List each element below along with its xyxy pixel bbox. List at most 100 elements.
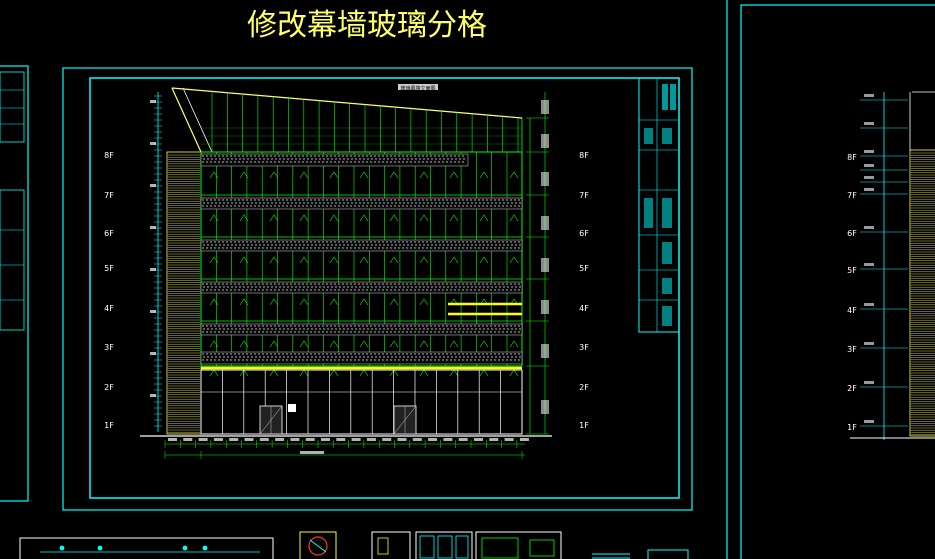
spandrel-dot [207, 202, 209, 204]
spandrel-dot [486, 247, 488, 249]
spandrel-dot [214, 161, 216, 163]
spandrel-dot [366, 247, 368, 249]
spandrel-dot [290, 199, 292, 201]
spandrel-dot [506, 359, 508, 361]
dim-text-block [150, 352, 156, 355]
spandrel-dot [471, 244, 473, 246]
spandrel-dot [354, 155, 356, 157]
spandrel-dot [494, 283, 496, 285]
thumbnail-sheet-4[interactable] [475, 531, 562, 559]
spandrel-dot [283, 356, 285, 358]
spandrel-dot [418, 241, 420, 243]
right-sheet-hatch [911, 152, 935, 435]
right-sheet-border [740, 4, 935, 559]
spandrel-dot [454, 247, 456, 249]
spandrel-dot [258, 325, 260, 327]
spandrel-dot [402, 359, 404, 361]
spandrel-dot [366, 283, 368, 285]
spandrel-dot [491, 244, 493, 246]
spandrel-dot [246, 359, 248, 361]
spandrel-dot [226, 289, 228, 291]
spandrel-dot [306, 205, 308, 207]
spandrel-dot [447, 202, 449, 204]
spandrel-dot [378, 325, 380, 327]
spandrel-dot [242, 155, 244, 157]
spandrel-dot [295, 356, 297, 358]
spandrel-dot [518, 241, 520, 243]
spandrel-dot [362, 325, 364, 327]
spandrel-dot [498, 331, 500, 333]
spandrel-dot [378, 283, 380, 285]
spandrel-dot [290, 331, 292, 333]
spandrel-dot [254, 325, 256, 327]
spandrel-dot [222, 331, 224, 333]
spandrel-dot [299, 328, 301, 330]
dim-text-block [336, 438, 346, 441]
spandrel-dot [358, 331, 360, 333]
spandrel-dot [390, 155, 392, 157]
spandrel-dot [382, 289, 384, 291]
spandrel-dot [334, 161, 336, 163]
spandrel-dot [498, 289, 500, 291]
spandrel-dot [350, 353, 352, 355]
title-block[interactable] [638, 77, 680, 333]
spandrel-dot [294, 241, 296, 243]
spandrel-dot [335, 328, 337, 330]
thumbnail-sheet-3[interactable] [415, 531, 473, 559]
thumbnail-sheet-2[interactable] [371, 531, 411, 559]
spandrel-dot [422, 205, 424, 207]
dim-text-block [290, 438, 300, 441]
spandrel-dot [462, 205, 464, 207]
spandrel-dot [234, 283, 236, 285]
spandrel-dot [230, 199, 232, 201]
spandrel-dot [219, 286, 221, 288]
spandrel-dot [430, 155, 432, 157]
spandrel-dot [286, 199, 288, 201]
spandrel-dot [375, 286, 377, 288]
vent-glyph [509, 214, 519, 222]
vent-glyph [209, 171, 219, 179]
spandrel-dot [267, 328, 269, 330]
spandrel-dot [262, 283, 264, 285]
floor-label: 2F [104, 383, 114, 392]
left-partial-sheet[interactable] [0, 65, 29, 502]
spandrel-dot [386, 161, 388, 163]
spandrel-dot [371, 202, 373, 204]
spandrel-dot [483, 286, 485, 288]
spandrel-dot [366, 241, 368, 243]
spandrel-dot [302, 325, 304, 327]
spandrel-dot [378, 353, 380, 355]
spandrel-dot [358, 161, 360, 163]
spandrel-dot [370, 161, 372, 163]
spandrel-dot [443, 244, 445, 246]
spandrel-dot [250, 161, 252, 163]
spandrel-dot [330, 247, 332, 249]
spandrel-dot [203, 328, 205, 330]
spandrel-dot [422, 289, 424, 291]
spandrel-dot [286, 353, 288, 355]
spandrel-dot [287, 244, 289, 246]
spandrel-dot [398, 247, 400, 249]
spandrel-dot [510, 353, 512, 355]
spandrel-dot [310, 247, 312, 249]
spandrel-dot [230, 283, 232, 285]
spandrel-dot [386, 247, 388, 249]
spandrel-dot [295, 202, 297, 204]
spandrel-dot [410, 241, 412, 243]
spandrel-dot [475, 202, 477, 204]
spandrel-dot [294, 325, 296, 327]
spandrel-dot [314, 325, 316, 327]
spandrel-dot [226, 359, 228, 361]
spandrel-dot [383, 202, 385, 204]
spandrel-dot [346, 359, 348, 361]
spandrel-dot [294, 359, 296, 361]
bottom-thumbnail-strip[interactable] [19, 531, 689, 559]
spandrel-dot [475, 356, 477, 358]
detail-thumbnail-icon[interactable] [299, 531, 337, 559]
spandrel-dot [367, 286, 369, 288]
spandrel-dot [494, 199, 496, 201]
spandrel-dot [435, 286, 437, 288]
